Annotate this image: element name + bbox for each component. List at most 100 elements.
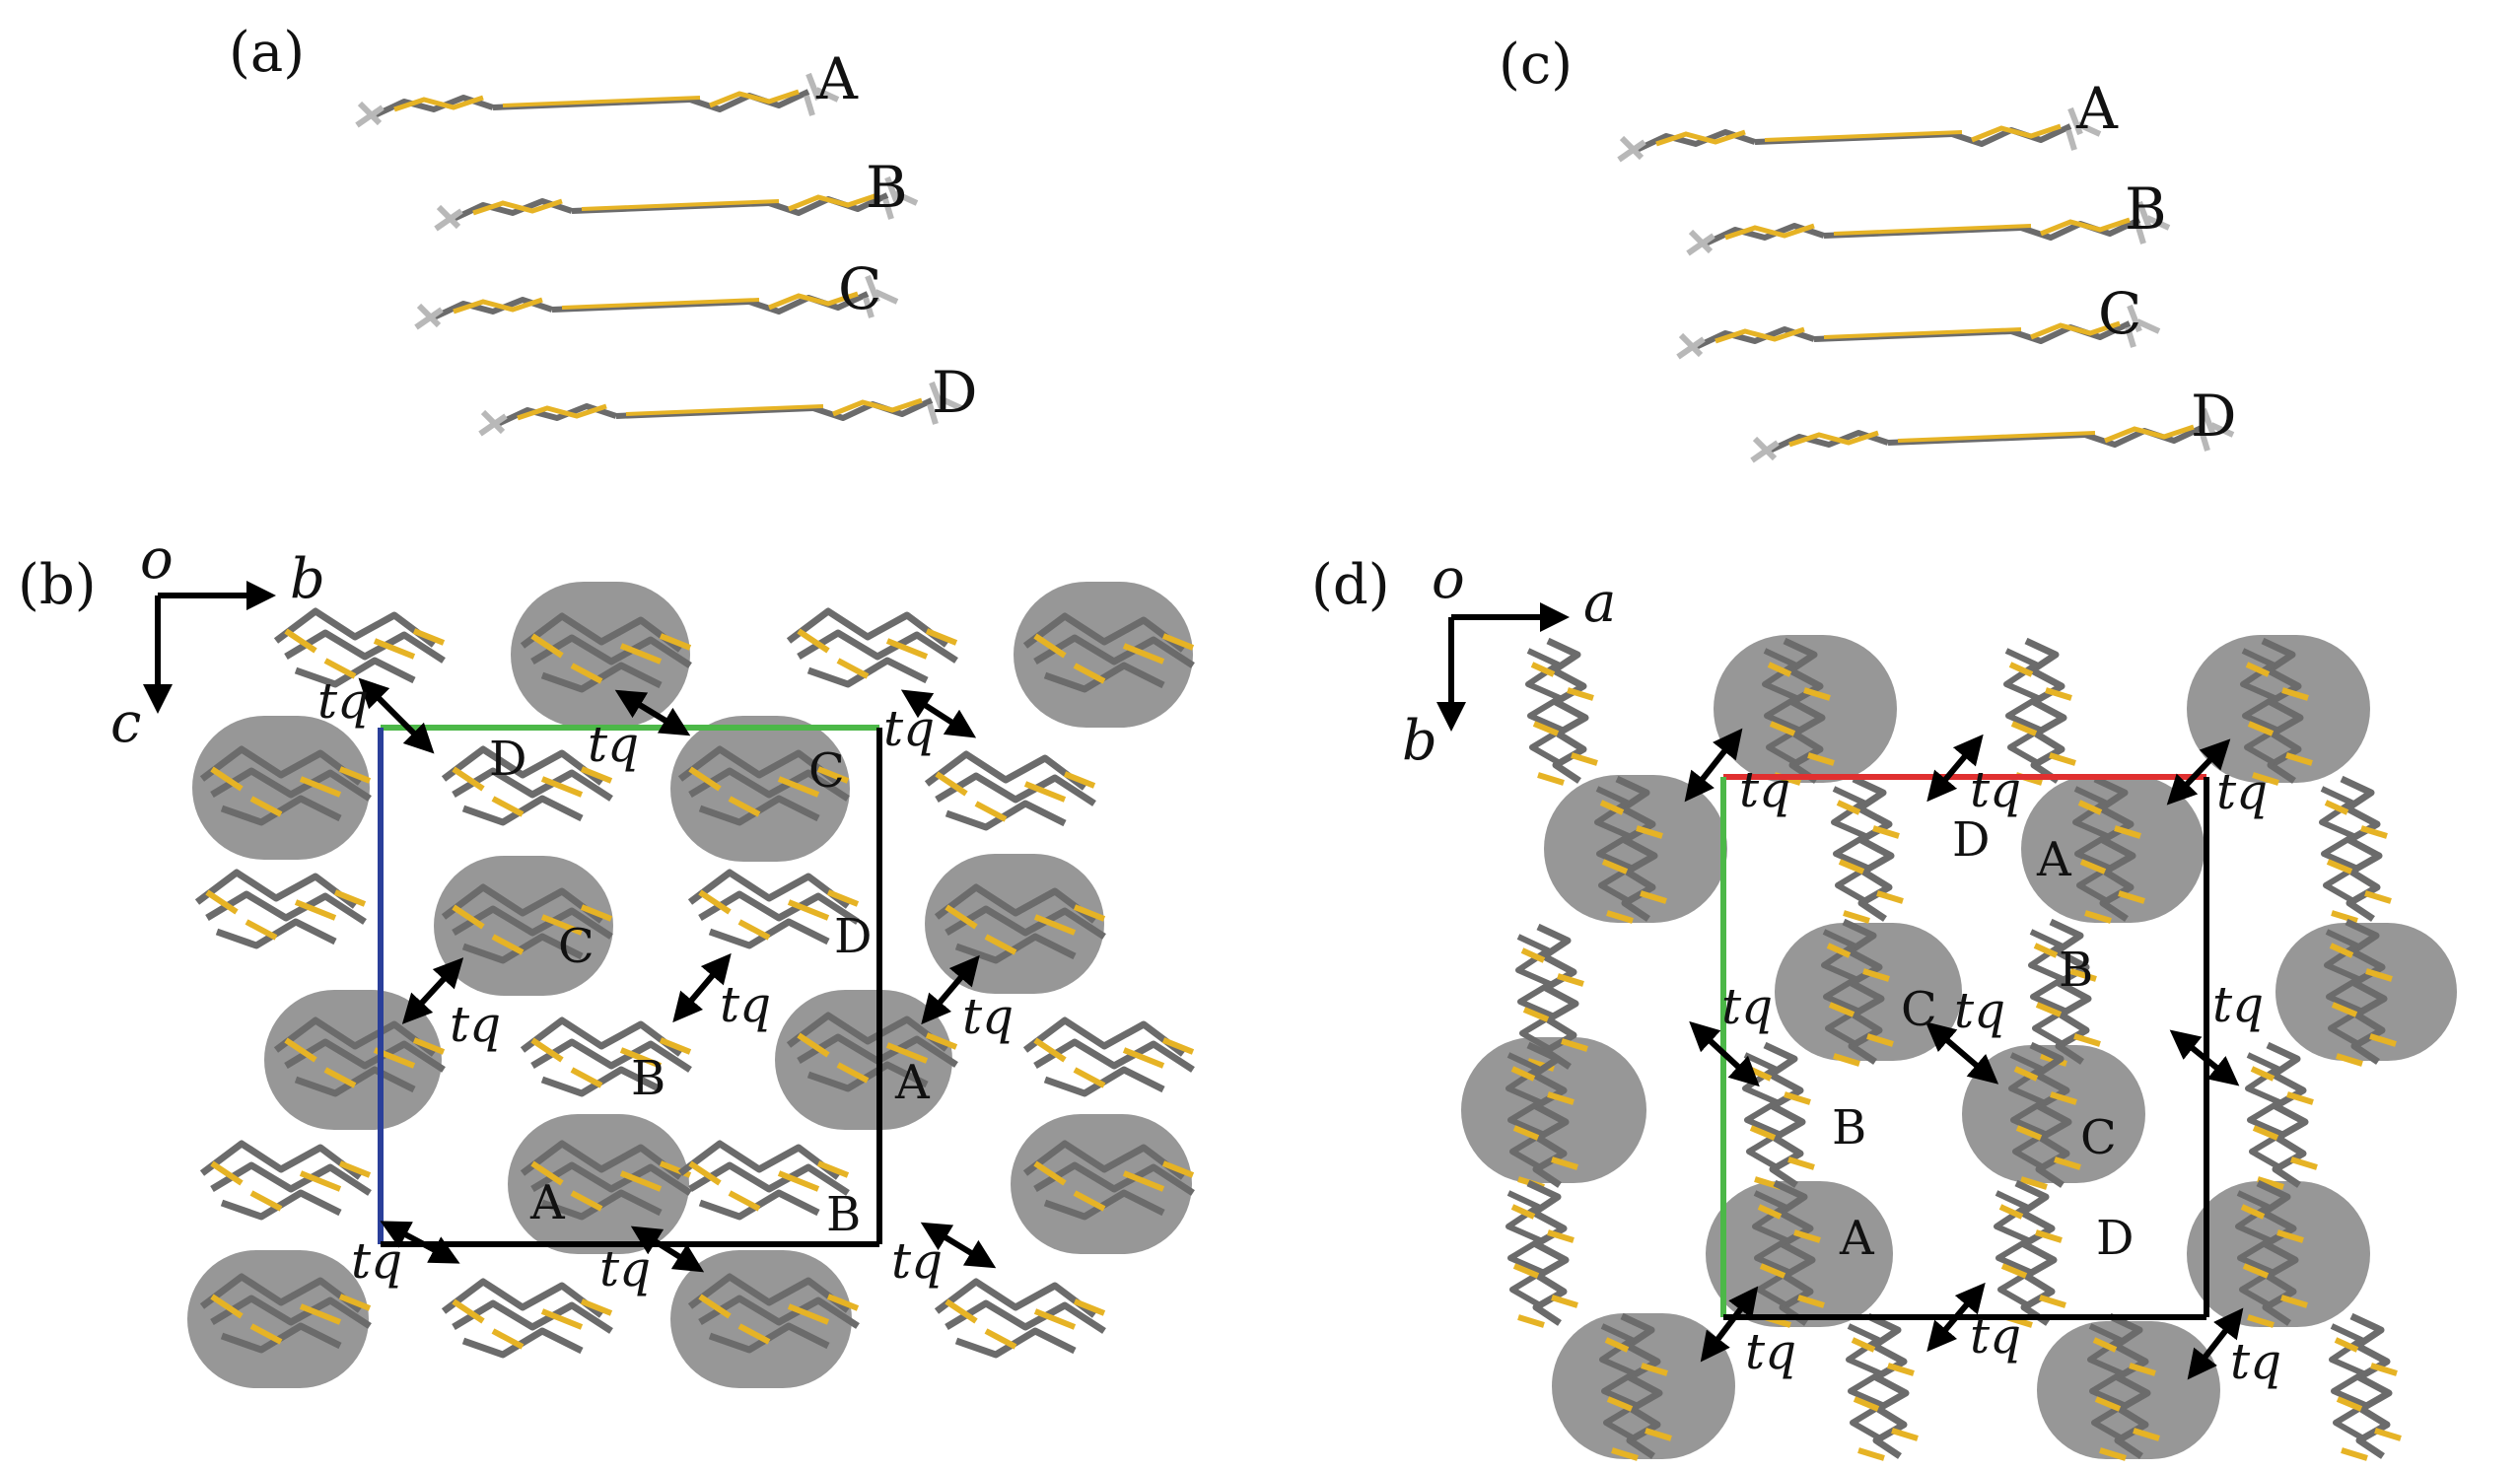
transfer-double-arrow (1689, 1020, 1760, 1087)
site-label: C (808, 743, 845, 799)
site-label: D (834, 909, 872, 964)
tq-label: tq (450, 996, 501, 1053)
tq-label: tq (883, 700, 935, 757)
stack-molecule-d (480, 383, 961, 434)
transfer-double-arrow (630, 1226, 705, 1273)
transfer-arrows-b (358, 677, 997, 1273)
transfer-double-arrow (1926, 734, 1984, 803)
lattice-molecule (1528, 641, 1597, 783)
lattice-molecule (789, 611, 956, 684)
tq-label: tq (351, 1232, 402, 1290)
lattice-molecule (937, 1282, 1104, 1355)
transfer-double-arrow (2169, 1029, 2240, 1086)
lattice-molecule (1996, 1183, 2065, 1325)
tq-label: tq (2230, 1333, 2281, 1390)
stack-molecule-b (1688, 202, 2169, 253)
lattice-molecule (444, 1282, 611, 1355)
site-label: B (2059, 943, 2093, 998)
transfer-arrows-d (1684, 728, 2244, 1380)
stack-label-d: D (2191, 383, 2237, 450)
site-labels-b: D C C D B A A B (489, 732, 931, 1242)
site-label: C (2080, 1110, 2117, 1165)
stack-molecule-c (1678, 306, 2159, 357)
highlight-disc (2037, 1321, 2220, 1459)
tq-label: tq (588, 716, 639, 773)
lattice-molecule (680, 1144, 848, 1217)
lattice-molecule (1849, 1316, 1918, 1458)
tq-label: tq (317, 672, 369, 730)
panel-d: (d) (1311, 547, 2457, 1459)
axis-b-label: b (290, 547, 325, 611)
transfer-double-arrow (380, 1221, 460, 1264)
stack-molecule-a (1619, 108, 2100, 160)
site-label: C (1901, 982, 1937, 1037)
axes-d: o a b (1402, 547, 1616, 773)
stack-label-a: A (2075, 75, 2119, 142)
stack-label-d: D (932, 359, 978, 426)
tq-label: tq (1954, 982, 2005, 1039)
site-label: A (2036, 832, 2072, 887)
panel-a: (a) A B C D (229, 21, 978, 434)
stack-label-b: B (2125, 175, 2167, 243)
axes-b: o b c (110, 527, 325, 755)
axis-b-label: b (1402, 709, 1437, 773)
tq-label: tq (1721, 978, 1773, 1035)
transfer-double-arrow (401, 957, 464, 1024)
transfer-double-arrow (2166, 738, 2231, 806)
transfer-double-arrow (614, 689, 691, 736)
transfer-double-arrow (2187, 1307, 2244, 1380)
tq-label: tq (599, 1240, 651, 1297)
axis-a-label: a (1583, 571, 1616, 635)
lattice-molecule (1025, 1020, 1193, 1093)
site-label: D (489, 732, 526, 787)
lattice-molecule (927, 754, 1094, 827)
tq-label: tq (1745, 1323, 1796, 1380)
transfer-double-arrow (1684, 728, 1743, 803)
tq-label: tq (891, 1232, 943, 1290)
site-label: A (529, 1175, 566, 1230)
panel-label-b: (b) (18, 553, 97, 617)
lattice-molecule (690, 873, 858, 946)
stack-label-a: A (815, 45, 859, 112)
site-label: B (826, 1187, 861, 1242)
panel-label-a: (a) (229, 21, 305, 85)
lattice-molecule (202, 1144, 370, 1217)
transfer-double-arrow (672, 952, 732, 1023)
transfer-double-arrow (1925, 1021, 1999, 1085)
transfer-double-arrow (1700, 1286, 1759, 1363)
panel-b: (b) (18, 527, 1193, 1388)
site-labels-d: D A B C B C A D (1832, 812, 2134, 1266)
site-label: A (1839, 1211, 1875, 1266)
axis-origin-label: o (140, 527, 174, 592)
lattice-molecule (1745, 1045, 1814, 1187)
transfer-labels-b: tq tq tq tq tq tq tq tq tq (317, 672, 1014, 1297)
site-label: B (1832, 1100, 1866, 1156)
highlight-disc (1461, 1037, 1646, 1183)
site-label: D (1952, 812, 1990, 868)
stack-label-c: C (838, 255, 881, 322)
stack-molecule-d (1752, 409, 2233, 460)
panel-label-c: (c) (1499, 33, 1573, 97)
transfer-double-arrow (921, 954, 980, 1025)
panel-c: (c) A B C D (1499, 33, 2237, 460)
site-label: C (558, 919, 595, 974)
tq-label: tq (2212, 976, 2264, 1033)
axis-origin-label: o (1432, 547, 1465, 611)
tq-label: tq (1970, 1307, 2021, 1365)
site-label: B (631, 1051, 665, 1106)
axis-c-label: c (110, 691, 141, 755)
lattice-molecule (2332, 1316, 2401, 1458)
lattice-molecule (444, 749, 611, 822)
transfer-labels-d: tq tq tq tq tq tq tq tq tq (1721, 761, 2281, 1390)
panel-label-d: (d) (1311, 553, 1390, 617)
stack-label-c: C (2098, 280, 2141, 347)
stack-label-b: B (866, 154, 908, 221)
tq-label: tq (2216, 763, 2268, 820)
site-label: A (894, 1055, 931, 1110)
transfer-double-arrow (920, 1222, 997, 1269)
stack-molecule-a (357, 74, 838, 125)
lattice-molecule (1508, 1183, 1577, 1325)
transfer-double-arrow (1926, 1282, 1986, 1353)
tq-label: tq (720, 976, 771, 1033)
